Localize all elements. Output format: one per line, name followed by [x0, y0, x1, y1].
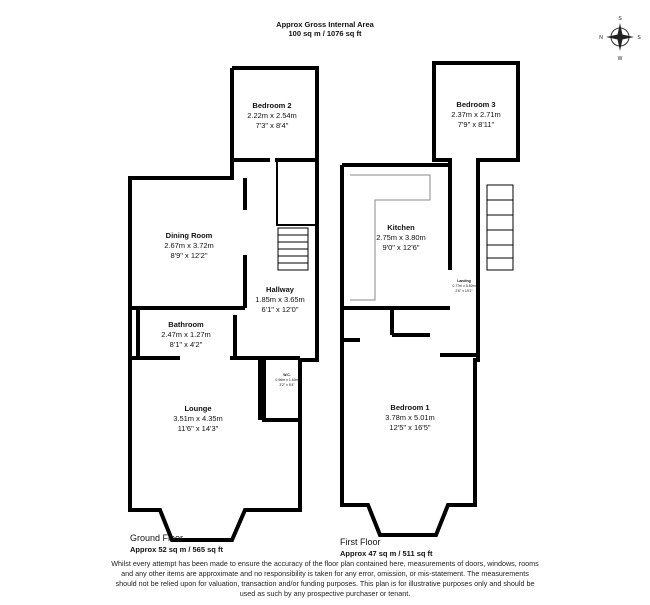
header-area: 100 sq m / 1076 sq ft: [289, 29, 362, 38]
svg-text:3'2" x 5'4": 3'2" x 5'4": [279, 383, 295, 387]
svg-text:Bedroom 1: Bedroom 1: [390, 403, 429, 412]
svg-text:Dining Room: Dining Room: [166, 231, 213, 240]
room-bedroom-3: Bedroom 3 2.37m x 2.71m 7'9" x 8'11": [451, 100, 501, 129]
kitchen-worktop: [350, 174, 431, 301]
room-bedroom-1: Bedroom 1 3.78m x 5.01m 12'5" x 16'5": [385, 403, 435, 432]
room-dining-room: Dining Room 2.67m x 3.72m 8'9" x 12'2": [164, 231, 214, 260]
disclaimer: Whilst every attempt has been made to en…: [111, 559, 539, 598]
svg-text:12'5" x 16'5": 12'5" x 16'5": [389, 423, 430, 432]
svg-text:W.C.: W.C.: [283, 373, 291, 377]
svg-text:3.78m x 5.01m: 3.78m x 5.01m: [385, 413, 435, 422]
room-hallway: Hallway 1.85m x 3.65m 6'1" x 12'0": [255, 285, 305, 314]
room-bedroom-2: Bedroom 2 2.22m x 2.54m 7'3" x 8'4": [247, 101, 297, 130]
svg-text:3.51m x 4.35m: 3.51m x 4.35m: [173, 414, 223, 423]
svg-text:2.75m x 3.80m: 2.75m x 3.80m: [376, 233, 426, 242]
svg-text:9'0" x 12'6": 9'0" x 12'6": [383, 243, 420, 252]
svg-text:Kitchen: Kitchen: [387, 223, 415, 232]
svg-text:2.37m x 2.71m: 2.37m x 2.71m: [451, 110, 501, 119]
svg-text:11'6" x 14'3": 11'6" x 14'3": [178, 424, 219, 433]
svg-text:0.77m x 5.82m: 0.77m x 5.82m: [452, 284, 475, 288]
svg-text:2'6" x 19'1": 2'6" x 19'1": [455, 289, 473, 293]
svg-text:S: S: [618, 16, 622, 22]
first-floor-area: Approx 47 sq m / 511 sq ft: [340, 549, 433, 558]
svg-text:Bathroom: Bathroom: [168, 320, 204, 329]
ground-floor-area: Approx 52 sq m / 565 sq ft: [130, 545, 223, 554]
room-kitchen: Kitchen 2.75m x 3.80m 9'0" x 12'6": [376, 223, 426, 252]
svg-text:7'3" x 8'4": 7'3" x 8'4": [256, 121, 289, 130]
svg-text:N: N: [599, 35, 603, 41]
svg-text:W: W: [618, 56, 623, 62]
svg-text:7'9" x 8'11": 7'9" x 8'11": [458, 120, 495, 129]
svg-text:0.96m x 1.63m: 0.96m x 1.63m: [275, 378, 298, 382]
svg-text:6'1" x 12'0": 6'1" x 12'0": [262, 305, 299, 314]
ground-floor-stairs: [277, 227, 309, 271]
ground-floor-walls: [128, 66, 319, 542]
ground-floor-label: Ground Floor: [130, 533, 183, 543]
room-wc: W.C. 0.96m x 1.63m 3'2" x 5'4": [275, 373, 298, 387]
svg-text:8'1" x 4'2": 8'1" x 4'2": [170, 340, 203, 349]
svg-text:Landing: Landing: [457, 279, 471, 283]
room-lounge: Lounge 3.51m x 4.35m 11'6" x 14'3": [173, 404, 223, 433]
room-bathroom: Bathroom 2.47m x 1.27m 8'1" x 4'2": [161, 320, 211, 349]
compass-rose-icon: S N S W: [599, 16, 641, 62]
svg-text:1.85m x 3.65m: 1.85m x 3.65m: [255, 295, 305, 304]
header-title: Approx Gross Internal Area: [276, 20, 374, 29]
room-landing: Landing 0.77m x 5.82m 2'6" x 19'1": [452, 279, 475, 293]
svg-text:Bedroom 2: Bedroom 2: [252, 101, 291, 110]
svg-text:2.22m x 2.54m: 2.22m x 2.54m: [247, 111, 297, 120]
first-floor-stairs: [486, 184, 514, 271]
svg-text:S: S: [637, 35, 641, 41]
svg-text:8'9" x 12'2": 8'9" x 12'2": [171, 251, 208, 260]
svg-text:2.67m x 3.72m: 2.67m x 3.72m: [164, 241, 214, 250]
svg-text:2.47m x 1.27m: 2.47m x 1.27m: [161, 330, 211, 339]
svg-text:Hallway: Hallway: [266, 285, 295, 294]
svg-text:Bedroom 3: Bedroom 3: [456, 100, 495, 109]
first-floor-label: First Floor: [340, 537, 381, 547]
first-floor-walls: [340, 61, 520, 537]
svg-text:Lounge: Lounge: [184, 404, 211, 413]
